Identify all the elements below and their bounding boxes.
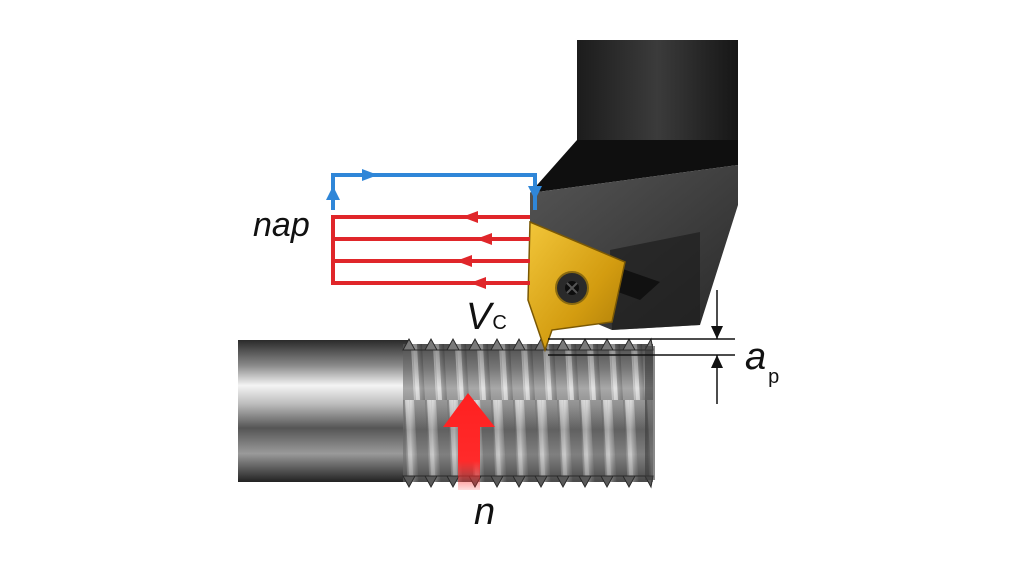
- return-path: [326, 169, 542, 210]
- rotation-speed-label: n: [474, 491, 496, 533]
- depth-of-cut-dimension: [548, 290, 735, 404]
- depth-of-cut-symbol: a: [745, 336, 767, 378]
- cutting-speed-subscript: C: [492, 312, 507, 334]
- cutting-speed-label: VC: [466, 298, 507, 336]
- workpiece-shank: [238, 340, 408, 482]
- depth-of-cut-subscript: p: [768, 366, 780, 388]
- cutting-speed-symbol: V: [466, 296, 492, 338]
- nap-label: nap: [253, 206, 310, 244]
- rotation-arrow: [443, 393, 495, 490]
- holder-bevel: [530, 140, 738, 193]
- holder-shank: [577, 40, 738, 155]
- threaded-workpiece-icon: [238, 337, 655, 489]
- threading-insert-icon: [527, 220, 626, 353]
- thread-crests-bottom: [402, 475, 654, 489]
- thread-crests-top: [402, 337, 654, 351]
- cut-passes: [331, 211, 530, 289]
